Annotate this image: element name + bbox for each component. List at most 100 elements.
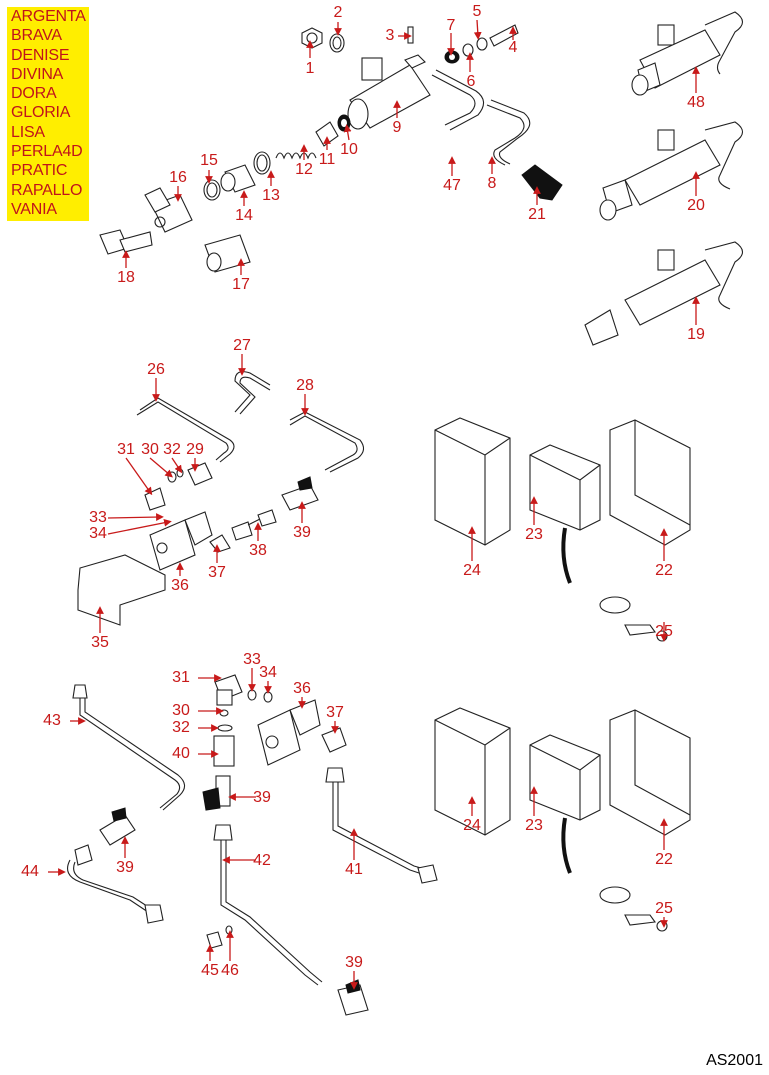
fitting-40: [213, 735, 235, 767]
bracket-35: [77, 554, 166, 626]
callout-washer: 13: [262, 187, 280, 204]
callout-gasket: 15: [200, 152, 218, 169]
elbow-37b: [321, 727, 347, 753]
elbow-fitting-part: [204, 234, 251, 273]
callout-probe: 25: [655, 900, 673, 917]
pipe-28: [289, 411, 365, 473]
callout-fitting: 29: [186, 441, 204, 458]
washer-part: [253, 151, 271, 175]
valve-assembly-19: [584, 241, 744, 346]
callout-washer: 6: [466, 73, 476, 90]
callout-fitting: 40: [172, 745, 190, 762]
callout-knob: 21: [528, 206, 546, 223]
callout-elbow-fitting: 17: [232, 276, 250, 293]
callout-elbow: 37: [326, 704, 344, 721]
leader-arrow: [343, 124, 352, 141]
callout-elbow: 31: [172, 669, 190, 686]
elbow-fitting-part: [144, 187, 193, 233]
callout-valve-assembly: 20: [687, 197, 705, 214]
callout-o-ring: 46: [221, 962, 239, 979]
model-name: LISA: [11, 123, 45, 141]
filter-34b: [263, 691, 273, 703]
callout-valve-body: 9: [392, 119, 402, 136]
callout-o-ring: 32: [172, 719, 190, 736]
callout-fitting: 14: [235, 207, 253, 224]
gasket-part: [337, 114, 351, 132]
lever-part: [486, 99, 531, 166]
lever-part: [431, 69, 485, 131]
box-24: [434, 417, 511, 546]
callout-pipe: 44: [21, 863, 39, 880]
oring-32: [176, 468, 184, 478]
ball-valve-39b: [99, 807, 136, 846]
washer-part: [329, 33, 345, 53]
control-box-23b: [529, 734, 601, 874]
leader-arrow: [125, 457, 153, 496]
callout-o-ring: 33: [89, 509, 107, 526]
model-name: BRAVA: [11, 27, 62, 45]
pipe-27: [234, 371, 271, 415]
callout-control-box: 23: [525, 817, 543, 834]
cover-22: [609, 419, 691, 546]
callout-pin: 3: [385, 27, 395, 44]
washer-part: [462, 43, 474, 57]
leader-arrow: [107, 513, 164, 521]
callout-filter: 34: [89, 525, 107, 542]
knob-part: [521, 164, 563, 201]
callout-elbow: 37: [208, 564, 226, 581]
callout-ball-valve: 39: [253, 789, 271, 806]
leader-arrow: [171, 457, 183, 474]
cover-22b: [609, 709, 691, 836]
callout-o-ring: 32: [163, 441, 181, 458]
callout-piston: 11: [318, 151, 336, 168]
callout-box: 24: [463, 817, 481, 834]
callout-valve-assembly: 48: [687, 94, 705, 111]
solenoid-valve-36: [149, 511, 213, 571]
model-name: RAPALLO: [11, 181, 83, 199]
box-24b: [434, 707, 511, 836]
model-name: DIVINA: [11, 65, 64, 83]
filter-30b: [219, 709, 229, 717]
pipe-41: [325, 767, 438, 884]
callout-o-ring: 33: [243, 651, 261, 668]
callout-cover: 22: [655, 851, 673, 868]
callout-ball-valve: 39: [345, 954, 363, 971]
oring-46: [225, 925, 233, 935]
leader-arrow: [149, 457, 173, 478]
callout-elbow: 18: [117, 269, 135, 286]
callout-ball-valve: 39: [293, 524, 311, 541]
valve-assembly-20: [599, 121, 744, 221]
piston-part: [315, 121, 339, 147]
callout-pipe: 43: [43, 712, 61, 729]
elbow-31: [144, 487, 166, 511]
circlip-part: [476, 37, 488, 51]
cap-45: [206, 931, 223, 949]
pipe-26: [136, 397, 235, 463]
callout-filter: 30: [141, 441, 159, 458]
pipe-44: [67, 844, 164, 924]
callout-lever: 47: [443, 177, 461, 194]
pipe-42: [213, 824, 323, 986]
callout-pivot-pin: 4: [508, 39, 518, 56]
model-name: GLORIA: [11, 104, 71, 122]
callout-hex-nut: 1: [305, 60, 315, 77]
control-box-23: [529, 444, 601, 584]
ball-valve-39: [281, 476, 319, 511]
oring-33b: [247, 689, 257, 701]
callout-ball-valve: 39: [116, 859, 134, 876]
callout-box: 24: [463, 562, 481, 579]
callout-solenoid-valve: 36: [171, 577, 189, 594]
oring-32b: [217, 724, 233, 732]
gasket-part: [203, 179, 221, 201]
callout-bracket: 35: [91, 634, 109, 651]
probe-25: [599, 596, 668, 642]
callout-elbow: 31: [117, 441, 135, 458]
callout-pipe: 27: [233, 337, 251, 354]
ball-valve-39d: [337, 979, 369, 1016]
callout-pipe: 26: [147, 361, 165, 378]
elbow-part: [99, 229, 153, 255]
callout-filter: 34: [259, 664, 277, 681]
callout-pipe: 42: [253, 852, 271, 869]
